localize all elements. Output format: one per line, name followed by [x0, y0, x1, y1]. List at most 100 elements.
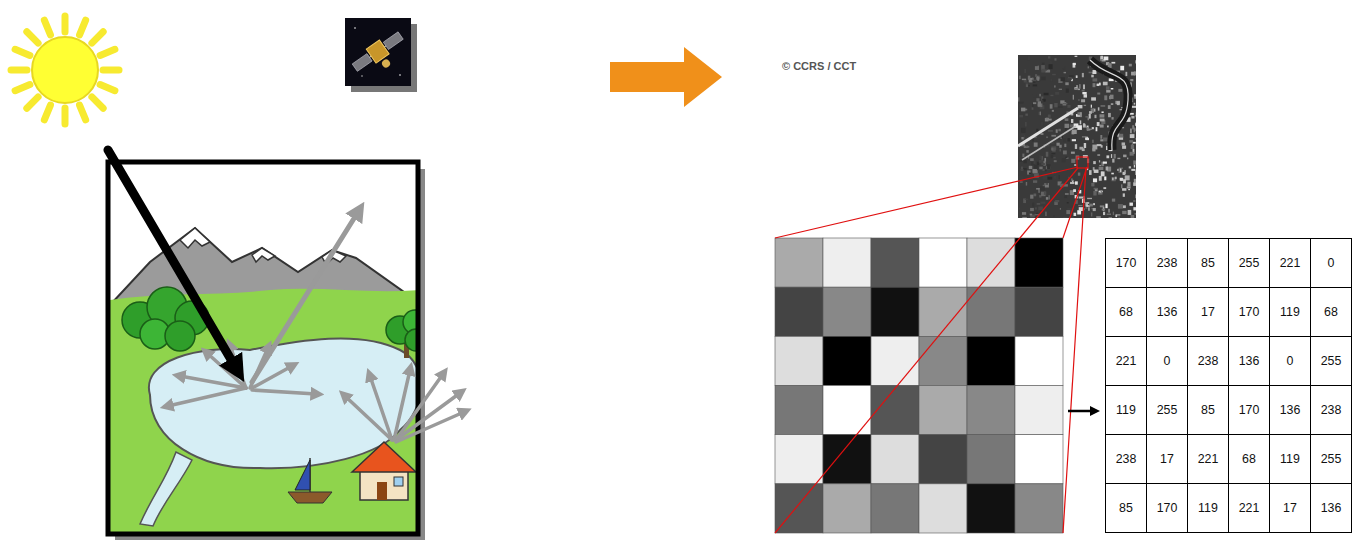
mapping-arrow	[1068, 410, 1094, 413]
house	[377, 482, 387, 500]
zoom-line	[1063, 168, 1086, 533]
table-cell: 136	[1311, 484, 1351, 532]
image-texture	[1096, 216, 1101, 218]
image-texture	[1037, 162, 1039, 165]
image-texture	[1075, 144, 1077, 149]
image-texture	[1083, 123, 1085, 126]
image-texture	[1025, 199, 1029, 200]
image-texture	[1131, 72, 1135, 76]
image-texture	[1071, 152, 1075, 154]
image-texture	[1089, 72, 1093, 74]
image-texture	[1103, 82, 1108, 86]
image-texture	[1051, 153, 1055, 154]
image-texture	[1086, 138, 1089, 140]
image-texture	[1111, 88, 1114, 89]
pixel-cell	[919, 238, 967, 287]
image-texture	[1111, 173, 1113, 175]
pixel-cell	[823, 238, 871, 287]
tree	[386, 310, 416, 358]
sun-ray	[92, 32, 103, 43]
image-texture	[1134, 165, 1135, 168]
image-texture	[1054, 103, 1057, 107]
image-texture	[1089, 204, 1093, 207]
image-texture	[1101, 105, 1106, 106]
image-texture	[1099, 176, 1102, 181]
image-texture	[1025, 122, 1027, 127]
image-texture	[1094, 115, 1096, 118]
image-texture	[1064, 144, 1066, 147]
table-cell: 221	[1229, 484, 1269, 532]
table-cell: 238	[1311, 386, 1351, 434]
image-texture	[1051, 135, 1056, 137]
satellite-image	[1018, 55, 1140, 221]
image-texture	[1021, 167, 1023, 171]
sun-ray	[15, 49, 30, 55]
image-texture	[1123, 155, 1126, 158]
image-texture	[1120, 168, 1121, 172]
image-texture	[1047, 177, 1052, 180]
image-texture	[1071, 178, 1073, 181]
image-texture	[1045, 118, 1049, 121]
image-texture	[1036, 98, 1039, 101]
pixel-cell	[1015, 238, 1063, 287]
image-texture	[1080, 120, 1082, 124]
sun-ray	[100, 49, 115, 55]
table-cell: 68	[1311, 288, 1351, 336]
image-texture	[1117, 158, 1120, 159]
image-texture	[1068, 138, 1071, 141]
pixel-cell	[919, 336, 967, 385]
image-texture	[1060, 218, 1064, 219]
image-texture	[1044, 183, 1048, 187]
image-texture	[1081, 99, 1085, 102]
image-texture	[1134, 103, 1136, 105]
image-texture	[1044, 93, 1049, 95]
image-texture	[1021, 137, 1024, 140]
image-texture	[1065, 82, 1068, 85]
image-texture	[1127, 158, 1128, 160]
pixel-cell	[967, 386, 1015, 435]
image-texture	[1116, 214, 1120, 215]
image-texture	[1133, 160, 1136, 164]
pixel-cell	[775, 484, 823, 533]
image-texture	[1065, 193, 1069, 195]
image-texture	[1082, 92, 1086, 94]
table-cell: 17	[1270, 484, 1310, 532]
tree	[405, 329, 416, 351]
image-texture	[1096, 127, 1098, 131]
image-texture	[1019, 115, 1023, 117]
image-texture	[1046, 183, 1048, 185]
table-cell: 221	[1106, 337, 1146, 385]
image-texture	[1098, 107, 1100, 110]
image-texture	[1026, 82, 1029, 87]
pixel-cell	[823, 287, 871, 336]
satellite-icon	[399, 74, 401, 76]
image-texture	[1021, 108, 1025, 112]
image-texture	[1034, 142, 1038, 146]
image-texture	[1041, 122, 1043, 126]
image-texture	[1066, 210, 1070, 214]
image-texture	[1118, 204, 1123, 209]
image-texture	[1102, 209, 1105, 211]
image-texture	[1134, 179, 1136, 183]
table-cell: 136	[1147, 288, 1187, 336]
image-texture	[1123, 179, 1126, 183]
boat	[288, 458, 332, 503]
table-cell: 119	[1270, 288, 1310, 336]
satellite-icon	[345, 18, 417, 92]
image-texture	[1058, 129, 1061, 131]
image-texture	[1076, 75, 1078, 78]
image-texture	[1115, 177, 1117, 180]
image-texture	[1136, 112, 1137, 117]
image-texture	[1092, 78, 1097, 81]
image-texture	[1067, 202, 1069, 203]
image-texture	[1085, 116, 1088, 117]
image-texture	[1030, 195, 1033, 199]
image-texture	[1103, 137, 1107, 141]
image-texture	[1035, 66, 1039, 70]
table-cell: 136	[1270, 386, 1310, 434]
image-texture	[1078, 99, 1079, 100]
image-texture	[1045, 170, 1047, 171]
image-texture	[1020, 134, 1025, 137]
image-texture	[1100, 119, 1105, 122]
image-texture	[1063, 103, 1068, 104]
